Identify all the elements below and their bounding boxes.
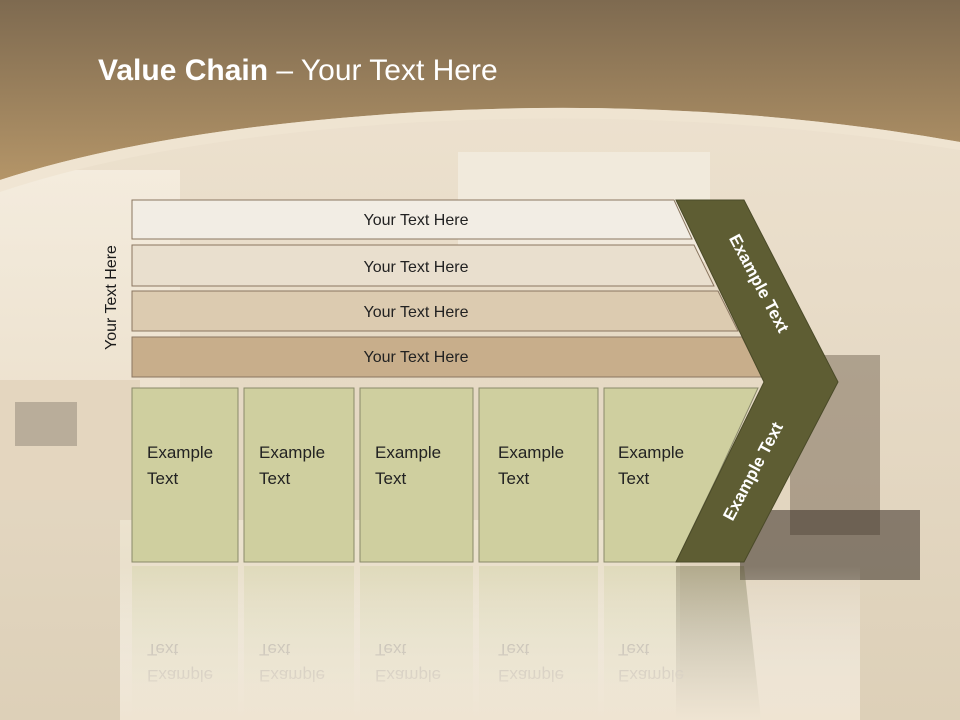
background-cushion — [15, 402, 77, 446]
primary-box[interactable]: Example Text — [359, 387, 474, 563]
background-sofa — [0, 380, 140, 500]
title-bold: Value Chain — [98, 54, 269, 87]
title-rest: – Your Text Here — [268, 54, 498, 87]
support-bar[interactable]: Your Text Here — [131, 290, 739, 332]
primary-box-line1: Example — [618, 443, 684, 462]
reflection-fade — [120, 566, 860, 720]
primary-box-line1: Example — [147, 443, 213, 462]
header-band — [0, 0, 960, 192]
support-bar[interactable]: Your Text Here — [131, 199, 693, 240]
support-bar-label: Your Text Here — [364, 349, 469, 366]
support-bar[interactable]: Your Text Here — [131, 244, 715, 287]
support-bar-label: Your Text Here — [364, 212, 469, 229]
support-bar-label: Your Text Here — [364, 259, 469, 276]
primary-box-line1: Example — [259, 443, 325, 462]
primary-box-line2: Text — [498, 469, 529, 488]
primary-box[interactable]: Example Text — [131, 387, 239, 563]
primary-box-line2: Text — [259, 469, 290, 488]
primary-box[interactable]: Example Text — [478, 387, 599, 563]
primary-box-line2: Text — [618, 469, 649, 488]
support-bar-label: Your Text Here — [364, 304, 469, 321]
primary-box[interactable]: Example Text — [243, 387, 355, 563]
chevron-arrow[interactable]: Example Text Example Text — [675, 199, 839, 563]
primary-box-line1: Example — [498, 443, 564, 462]
slide-title: Value Chain – Your Text Here — [98, 54, 498, 88]
primary-box-line1: Example — [375, 443, 441, 462]
primary-box-line2: Text — [147, 469, 178, 488]
support-bar[interactable]: Your Text Here — [131, 336, 763, 378]
primary-box-line2: Text — [375, 469, 406, 488]
